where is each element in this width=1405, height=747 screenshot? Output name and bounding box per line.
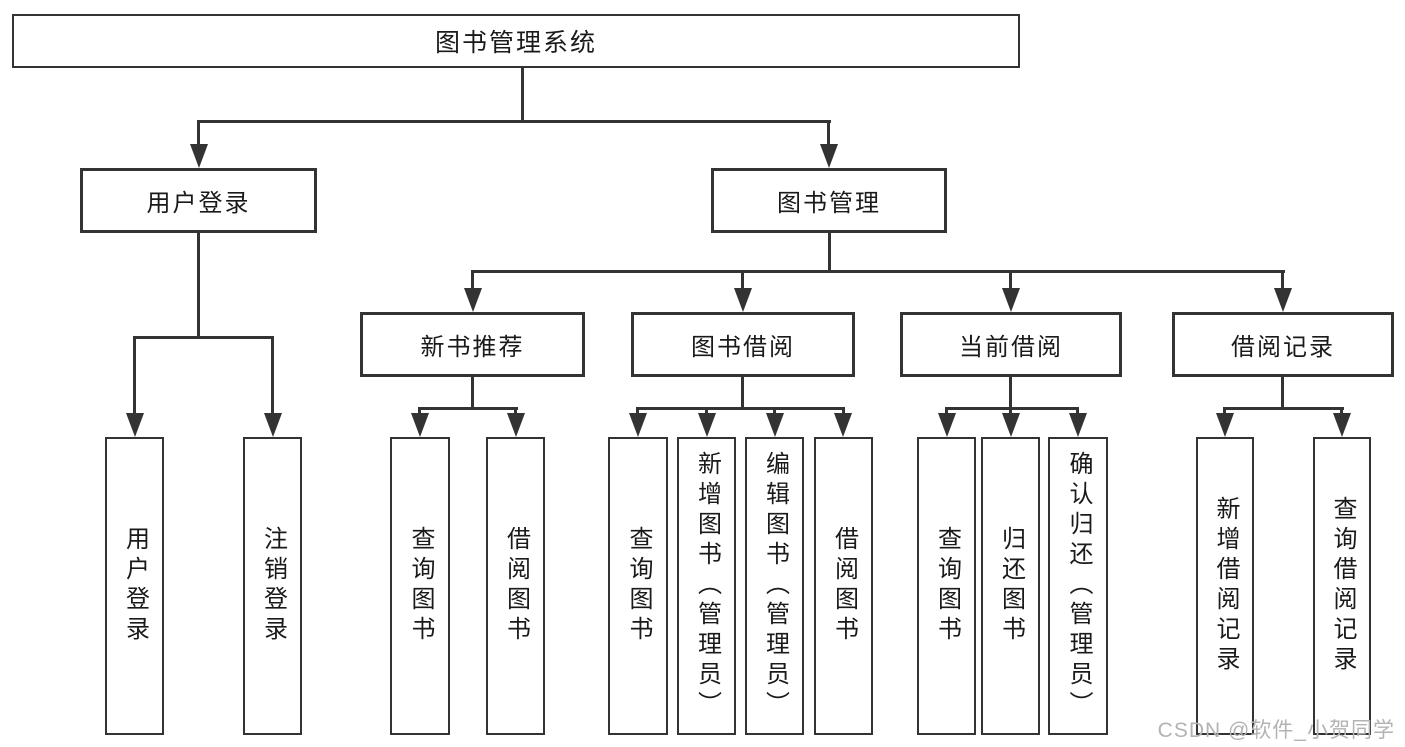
connector-line bbox=[636, 407, 639, 413]
connector-line bbox=[133, 336, 274, 339]
connector-line bbox=[514, 407, 517, 413]
arrow-down-icon bbox=[126, 413, 144, 437]
connector-line bbox=[1281, 377, 1284, 407]
connector-line bbox=[197, 233, 200, 336]
arrow-down-icon bbox=[464, 288, 482, 312]
arrow-down-icon bbox=[411, 413, 429, 437]
connector-line bbox=[271, 336, 274, 413]
leaf-current-confirm: 确认归还（管理员） bbox=[1048, 437, 1108, 735]
connector-line bbox=[773, 407, 776, 413]
connector-line bbox=[471, 270, 474, 288]
connector-line bbox=[1340, 407, 1343, 413]
arrow-down-icon bbox=[698, 413, 716, 437]
node-root: 图书管理系统 bbox=[12, 14, 1020, 68]
connector-line bbox=[741, 377, 744, 407]
connector-line bbox=[197, 120, 831, 123]
connector-line bbox=[1223, 407, 1344, 410]
connector-line bbox=[741, 270, 744, 288]
connector-line bbox=[418, 407, 421, 413]
arrow-down-icon bbox=[1333, 413, 1351, 437]
arrow-down-icon bbox=[1069, 413, 1087, 437]
connector-line bbox=[945, 407, 1079, 410]
connector-line bbox=[1009, 270, 1012, 288]
leaf-newbook-borrow: 借阅图书 bbox=[486, 437, 545, 735]
arrow-down-icon bbox=[629, 413, 647, 437]
connector-line bbox=[945, 407, 948, 413]
connector-line bbox=[471, 377, 474, 407]
leaf-borrow-query: 查询图书 bbox=[608, 437, 668, 735]
connector-line bbox=[1223, 407, 1226, 413]
arrow-down-icon bbox=[820, 144, 838, 168]
arrow-down-icon bbox=[264, 413, 282, 437]
arrow-down-icon bbox=[190, 144, 208, 168]
connector-line bbox=[471, 270, 1285, 273]
arrow-down-icon bbox=[1216, 413, 1234, 437]
node-book-borrow: 图书借阅 bbox=[631, 312, 855, 377]
leaf-logout: 注销登录 bbox=[243, 437, 302, 735]
leaf-record-query: 查询借阅记录 bbox=[1313, 437, 1371, 735]
connector-line bbox=[636, 407, 845, 410]
arrow-down-icon bbox=[1002, 413, 1020, 437]
node-user-login: 用户登录 bbox=[80, 168, 317, 233]
arrow-down-icon bbox=[507, 413, 525, 437]
leaf-current-return: 归还图书 bbox=[981, 437, 1040, 735]
connector-line bbox=[133, 336, 136, 413]
leaf-borrow-add: 新增图书（管理员） bbox=[677, 437, 736, 735]
connector-line bbox=[827, 120, 830, 146]
leaf-borrow-borrow: 借阅图书 bbox=[814, 437, 873, 735]
arrow-down-icon bbox=[834, 413, 852, 437]
arrow-down-icon bbox=[938, 413, 956, 437]
arrow-down-icon bbox=[1002, 288, 1020, 312]
leaf-user-login: 用户登录 bbox=[105, 437, 164, 735]
leaf-record-add: 新增借阅记录 bbox=[1196, 437, 1254, 735]
node-new-book: 新书推荐 bbox=[360, 312, 585, 377]
connector-line bbox=[1281, 270, 1284, 288]
connector-line bbox=[197, 120, 200, 146]
arrow-down-icon bbox=[1274, 288, 1292, 312]
watermark: CSDN @软件_小贺同学 bbox=[1157, 719, 1395, 742]
leaf-current-query: 查询图书 bbox=[917, 437, 976, 735]
arrow-down-icon bbox=[766, 413, 784, 437]
connector-line bbox=[521, 68, 524, 121]
arrow-down-icon bbox=[734, 288, 752, 312]
connector-line bbox=[1009, 377, 1012, 407]
connector-line bbox=[828, 233, 831, 270]
connector-line bbox=[1009, 407, 1012, 413]
connector-line bbox=[705, 407, 708, 413]
node-book-manage: 图书管理 bbox=[711, 168, 947, 233]
leaf-newbook-query: 查询图书 bbox=[390, 437, 450, 735]
connector-line bbox=[418, 407, 518, 410]
connector-line bbox=[1076, 407, 1079, 413]
connector-line bbox=[842, 407, 845, 413]
node-current-borrow: 当前借阅 bbox=[900, 312, 1122, 377]
leaf-borrow-edit: 编辑图书（管理员） bbox=[745, 437, 804, 735]
node-borrow-record: 借阅记录 bbox=[1172, 312, 1394, 377]
